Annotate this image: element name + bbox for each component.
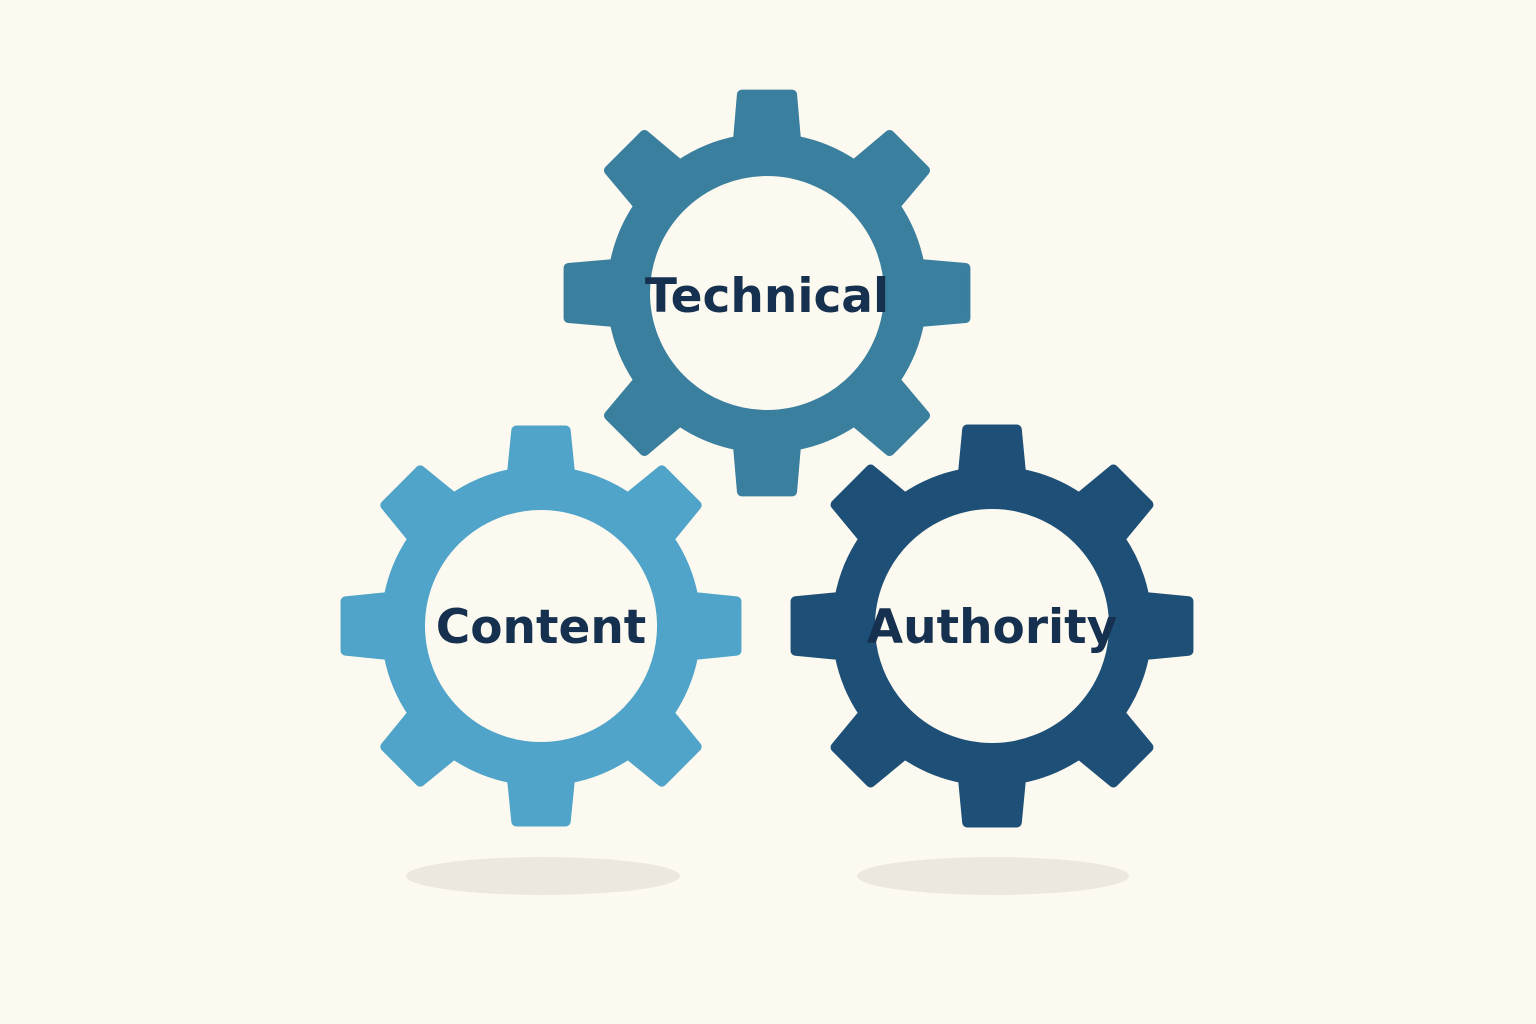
- authority-gear: Authority: [790, 424, 1194, 828]
- technical-gear-label: Technical: [645, 269, 889, 324]
- authority-gear-shadow: [857, 857, 1129, 895]
- technical-gear: Technical: [563, 89, 971, 497]
- authority-gear-label: Authority: [867, 600, 1117, 655]
- technical-gear-icon: [563, 89, 971, 497]
- content-gear: Content: [340, 425, 742, 827]
- content-gear-label: Content: [436, 600, 647, 655]
- content-gear-shadow: [406, 857, 680, 895]
- authority-gear-icon: [790, 424, 1194, 828]
- content-gear-icon: [340, 425, 742, 827]
